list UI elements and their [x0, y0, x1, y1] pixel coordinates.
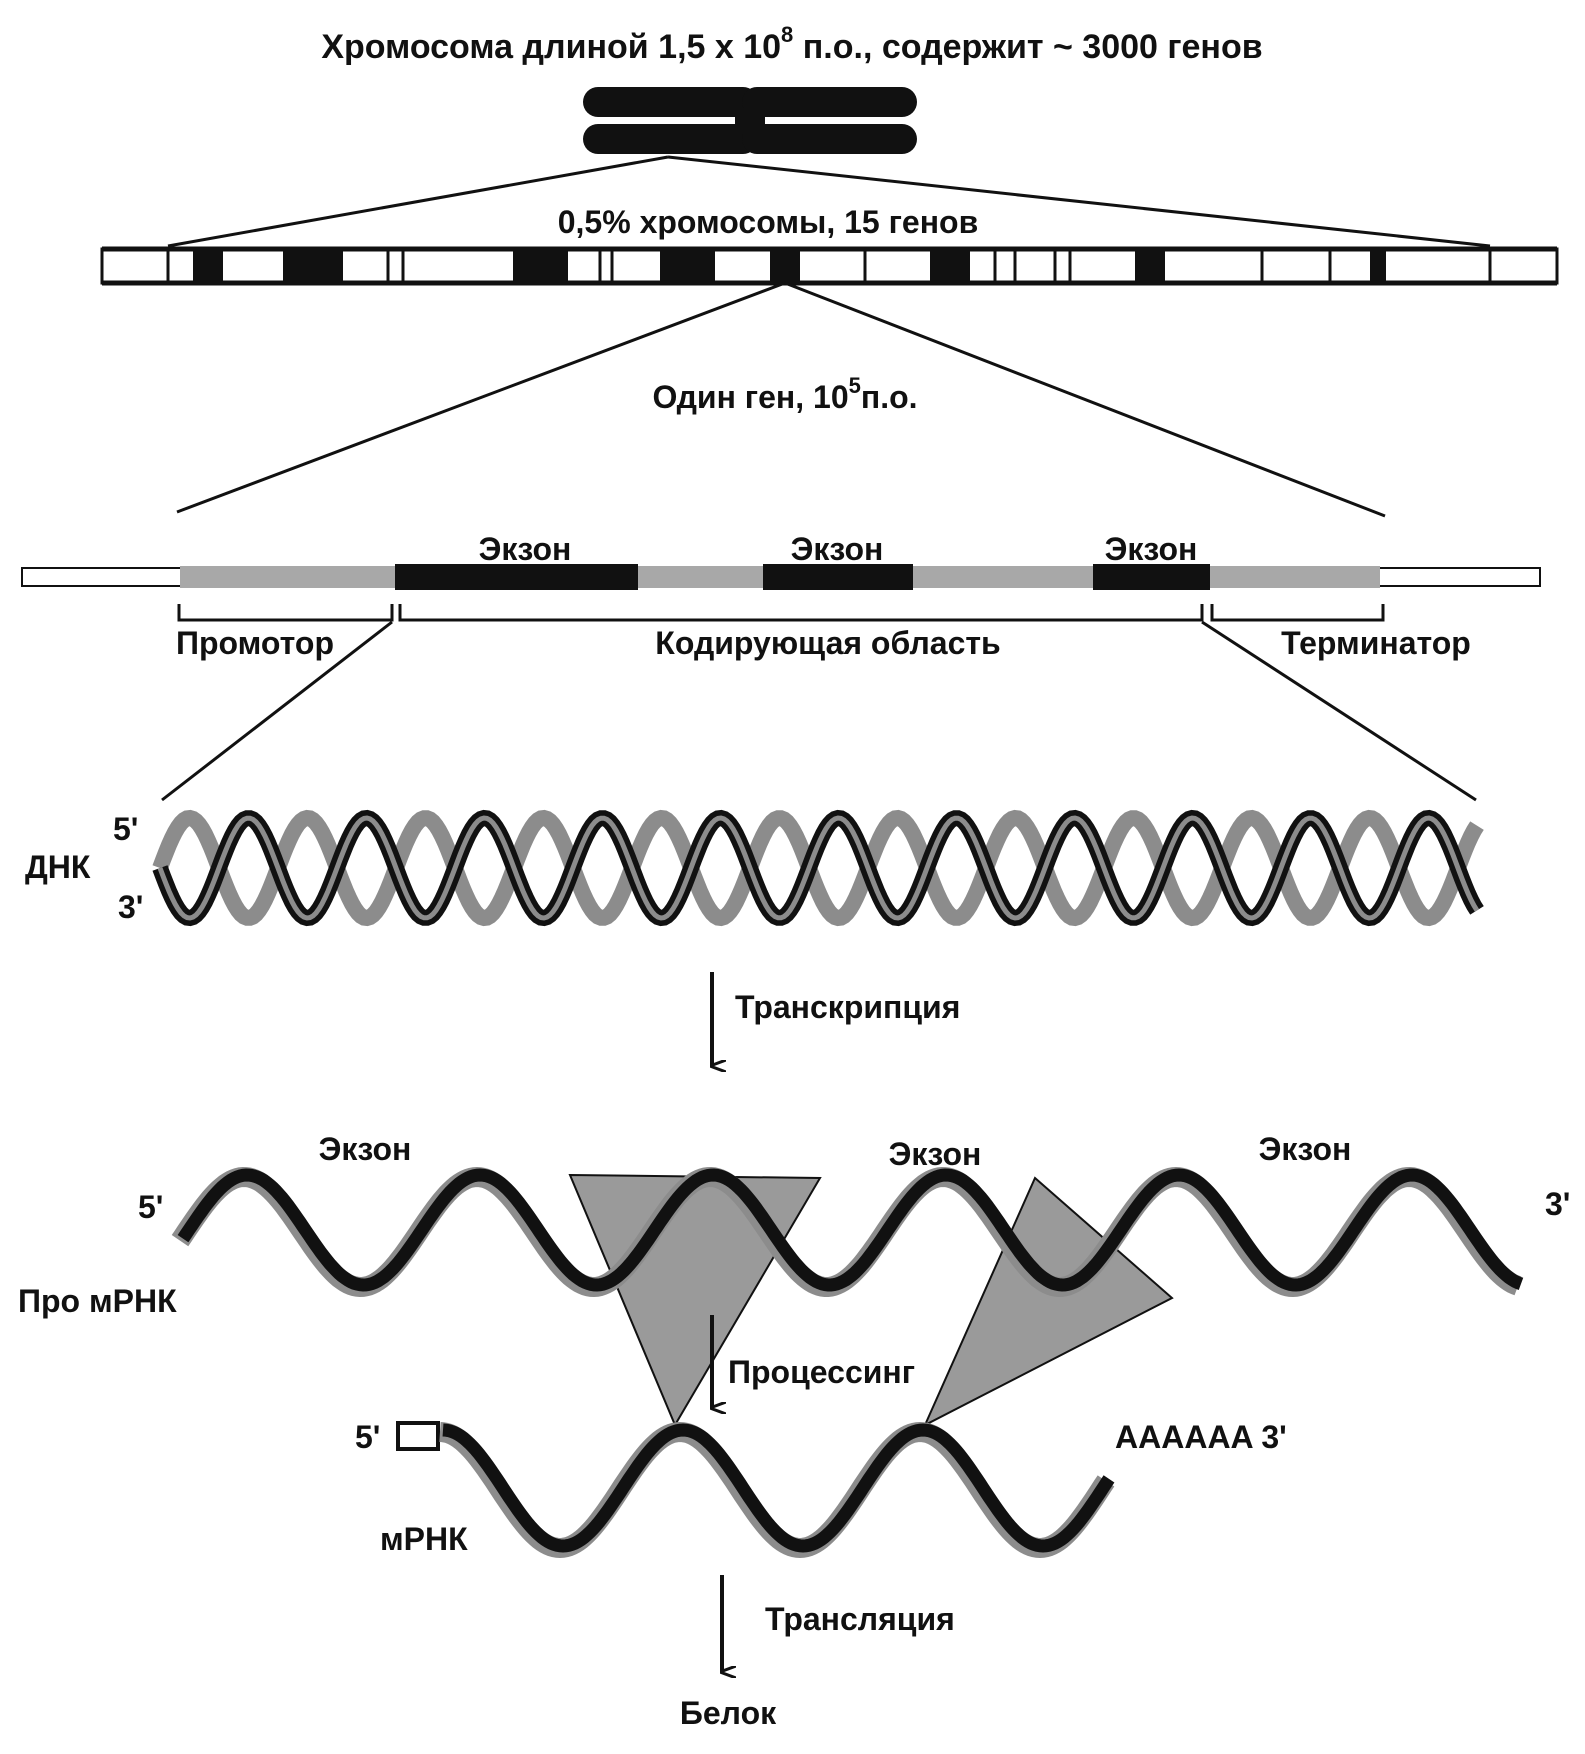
processing-label: Процессинг: [728, 1354, 915, 1390]
translation-label: Трансляция: [765, 1601, 955, 1637]
chromosome-title: Хромосома длиной 1,5 х 108 п.о., содержи…: [321, 22, 1262, 66]
mrna-ribbon: [442, 1423, 1115, 1553]
exon-label-2: Экзон: [791, 531, 884, 567]
coding-region-label: Кодирующая область: [655, 625, 1000, 661]
chromosome-region-bar: [100, 246, 1559, 286]
terminator-label: Терминатор: [1281, 625, 1471, 661]
pre-mrna-exon-label-3: Экзон: [1259, 1131, 1352, 1167]
mrna-strand: [439, 1421, 1115, 1559]
zoom-lines-chromosome: [167, 155, 1491, 248]
pre-mrna-strand: [171, 1166, 1524, 1298]
zoom-lines-dna: [161, 620, 1477, 802]
pre-mrna-exon-label-2: Экзон: [889, 1136, 982, 1172]
exon-label-3: Экзон: [1105, 531, 1198, 567]
gene-brackets: [177, 604, 1385, 622]
transcription-label: Транскрипция: [735, 989, 960, 1025]
dna-strand-front-highlight: [157, 815, 1480, 921]
promoter-label: Промотор: [176, 625, 334, 661]
mrna-cap: [396, 1421, 440, 1451]
pre-mrna-ribbon: [177, 1168, 1524, 1292]
pre-mrna-5-prime: 5': [138, 1189, 163, 1225]
region-label: 0,5% хромосомы, 15 генов: [558, 204, 979, 240]
protein-label: Белок: [680, 1695, 777, 1731]
poly-a-tail: AAAAAA 3': [1115, 1419, 1287, 1455]
chromosome-icon: [583, 87, 917, 154]
gene-map: [21, 564, 1541, 590]
pre-mrna-exon-label-1: Экзон: [319, 1131, 412, 1167]
zoom-lines-gene: [176, 281, 1386, 518]
dna-label: ДНК: [25, 849, 91, 885]
pre-mrna-3-prime: 3': [1545, 1186, 1570, 1222]
dna-strand-back: [152, 809, 1484, 927]
dna-double-helix: [152, 809, 1484, 927]
gene-label: Один ген, 105п.о.: [652, 373, 917, 415]
exon-label-1: Экзон: [479, 531, 572, 567]
pre-mrna-label: Про мРНК: [18, 1283, 177, 1319]
dna-3-prime: 3': [118, 889, 143, 925]
dna-5-prime: 5': [113, 811, 138, 847]
mrna-5-prime: 5': [355, 1419, 380, 1455]
mrna-label: мРНК: [380, 1521, 468, 1557]
